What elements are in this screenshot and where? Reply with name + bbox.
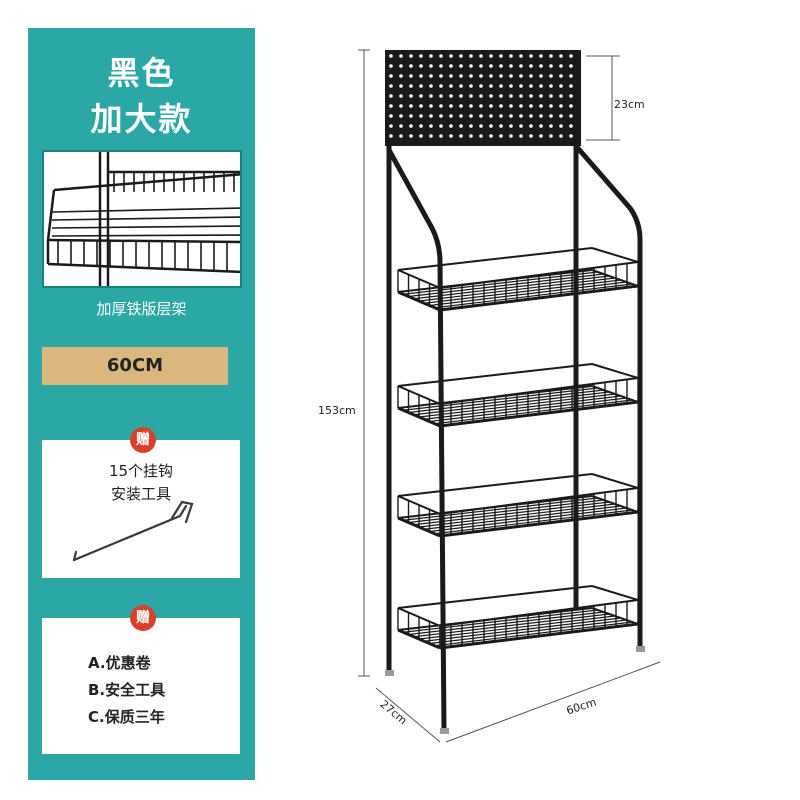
gift-card-extras	[42, 618, 240, 754]
gift-badge-2: 赠	[130, 605, 156, 631]
shelf-closeup-drawing	[46, 152, 240, 286]
rack-feet	[385, 646, 645, 734]
title-variant: 加大款	[90, 100, 193, 138]
shelf-caption: 加厚铁版层架	[96, 300, 187, 318]
gift-item-safety-tool: B.安全工具	[88, 681, 166, 699]
dimension-lines	[358, 49, 661, 743]
gift-item-coupon: A.优惠卷	[88, 654, 151, 672]
rack-frame	[385, 50, 643, 731]
dim-total-height: 153cm	[318, 404, 356, 417]
pegboard-holes	[389, 54, 573, 138]
dim-header-height: 23cm	[614, 98, 645, 111]
size-tag: 60CM	[42, 347, 228, 385]
gift-hooks-text: 15个挂钩	[108, 462, 174, 480]
title-color: 黑色	[107, 54, 176, 92]
shelf-closeup-image	[42, 150, 242, 288]
rack-shelves	[397, 247, 639, 650]
gift-badge-1: 赠	[130, 427, 156, 453]
pegboard-header	[385, 50, 581, 146]
shelf-basket	[397, 585, 639, 650]
shelf-basket	[397, 363, 639, 428]
gift-tools-text: 安装工具	[110, 485, 171, 503]
shelf-basket	[397, 247, 639, 312]
shelf-basket	[397, 473, 639, 538]
gift-item-warranty: C.保质三年	[88, 708, 165, 726]
